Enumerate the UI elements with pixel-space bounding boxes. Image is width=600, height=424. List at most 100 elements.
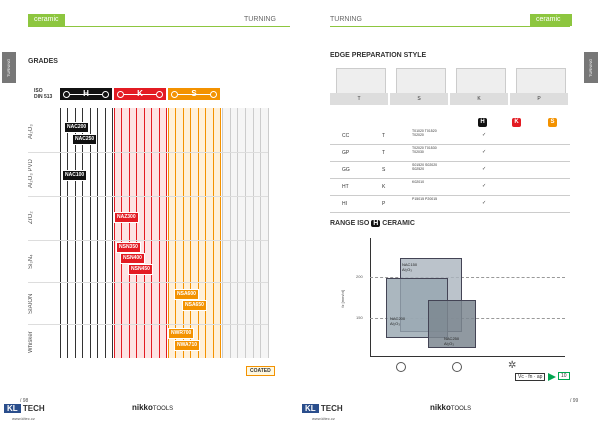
grid-column-line [114,108,115,358]
grid-s [168,108,220,358]
grid-column-line [182,108,184,358]
iso-din-label: ISO DIN 513 [34,88,53,100]
header-ceramic-tag: ceramic [28,14,65,26]
sidebar-tabs: TURNING [2,52,16,382]
prep-style: T [382,133,386,139]
url-right[interactable]: www.kltec.cz [312,416,335,421]
green-arrow-icon [548,373,556,381]
grid-column-line [229,108,231,358]
grade-naz300: NAZ300 [114,212,139,223]
interrupted-cut-icon: ✲ [508,360,517,371]
grade-nac250: NAC250 [72,134,98,145]
check-h: ✓ [482,166,487,172]
prep-code: CC [342,133,350,139]
edge-shape-t [336,68,386,96]
grid-column-line [268,108,269,358]
group-s-bar: S [168,88,220,100]
grid-column-line [60,108,61,358]
range-title: RANGE ISO H CERAMIC [330,220,415,227]
prep-row: HT K K02010 ✓ [330,179,570,196]
row-label-al2o3: Al₂O₃ [28,124,34,140]
prep-sub: S01520 S02020 S02520 [412,163,438,171]
check-h: ✓ [482,183,487,189]
section-title-edge-prep: EDGE PREPARATION STYLE [330,52,427,59]
edge-label-s: S [390,93,448,105]
grid-column-line [175,108,177,358]
badge-s: S [548,118,557,127]
prep-row: HI P P15015 P20015 ✓ [330,196,570,213]
grade-nsn350: NSN350 [116,242,141,253]
prep-code: HI [342,201,347,207]
page-number-right: / 99 [570,398,579,404]
chart-y-axis [370,238,371,356]
page-number-left: / 98 [20,398,29,404]
nikko-logo-right: nikkoTOOLS [430,403,472,412]
vc-fn-ap-formula: Vc · fn · ap [515,373,546,381]
left-page: ceramic TURNING TURNING GRADES ISO DIN 5… [2,14,290,421]
grid-column-line [197,108,199,358]
grid-column-line [220,108,221,358]
ytick-150: 150 [356,315,363,320]
edge-shape-s [396,68,446,96]
grid-column-line [168,108,169,358]
grade-nsn450: NSN450 [128,264,153,275]
kltech-logo-right: KL TECH [302,404,343,413]
grid-column-line [97,108,99,358]
grade-nsa600: NSA600 [174,289,199,300]
range-box-nac250 [428,300,476,348]
grade-nwr700: NWR700 [168,328,195,339]
footer-badge: 10 [558,372,570,380]
grid-column-line [190,108,192,358]
sidebar-tab-turning[interactable]: TURNING [2,52,16,83]
grid-column-line [112,108,113,358]
badge-k: K [512,118,521,127]
row-label-si3n4: Si₃N₄ [28,254,34,270]
url-left[interactable]: www.kltec.cz [12,416,35,421]
circle-icon-notched [452,362,462,372]
grid-column-line [89,108,91,358]
row-label-al2o3-pvd: Al₂O₃ PVD [28,159,34,189]
prep-style: S [382,167,386,173]
header-turning: TURNING [244,16,276,23]
edge-label-k: K [450,93,508,105]
grid-column-line [136,108,138,358]
prep-sub: K02010 [412,180,425,184]
group-k-bar: K [114,88,166,100]
sidebar-tabs-right: TURNING [584,52,598,382]
prep-code: HT [342,184,349,190]
check-h: ✓ [482,200,487,206]
grid-column-line [121,108,123,358]
group-h-bar: H [60,88,112,100]
prep-sub: P15015 P20015 [412,197,438,201]
prep-style: T [382,150,386,156]
yaxis-label: fz [mm/ot] [340,290,345,308]
edge-shape-p [516,68,566,96]
sidebar-tab-turning-right[interactable]: TURNING [584,52,598,83]
prep-style: P [382,201,386,207]
grid-column-line [252,108,254,358]
header-turning-right: TURNING [330,16,362,23]
grade-nac200: NAC200 [64,122,90,133]
range-badge-h: H [371,220,381,227]
check-h: ✓ [482,132,487,138]
row-label-zro2: ZrO₂ [28,211,34,225]
check-h: ✓ [482,149,487,155]
grade-nsn400: NSN400 [120,253,145,264]
grid-column-line [128,108,130,358]
prep-style: K [382,184,386,190]
edge-label-p: P [510,93,568,105]
grid-h [60,108,112,358]
row-label-whisker: Whisker [28,331,34,353]
chart-x-axis [370,356,565,357]
grid-column-line [166,108,167,358]
grade-nwa710: NWA710 [174,340,201,351]
prep-sub: T02020 T01530 T02030 [412,146,437,154]
edge-shape-k [456,68,506,96]
grade-nac100: NAC100 [62,170,88,181]
grid-column-line [245,108,246,358]
